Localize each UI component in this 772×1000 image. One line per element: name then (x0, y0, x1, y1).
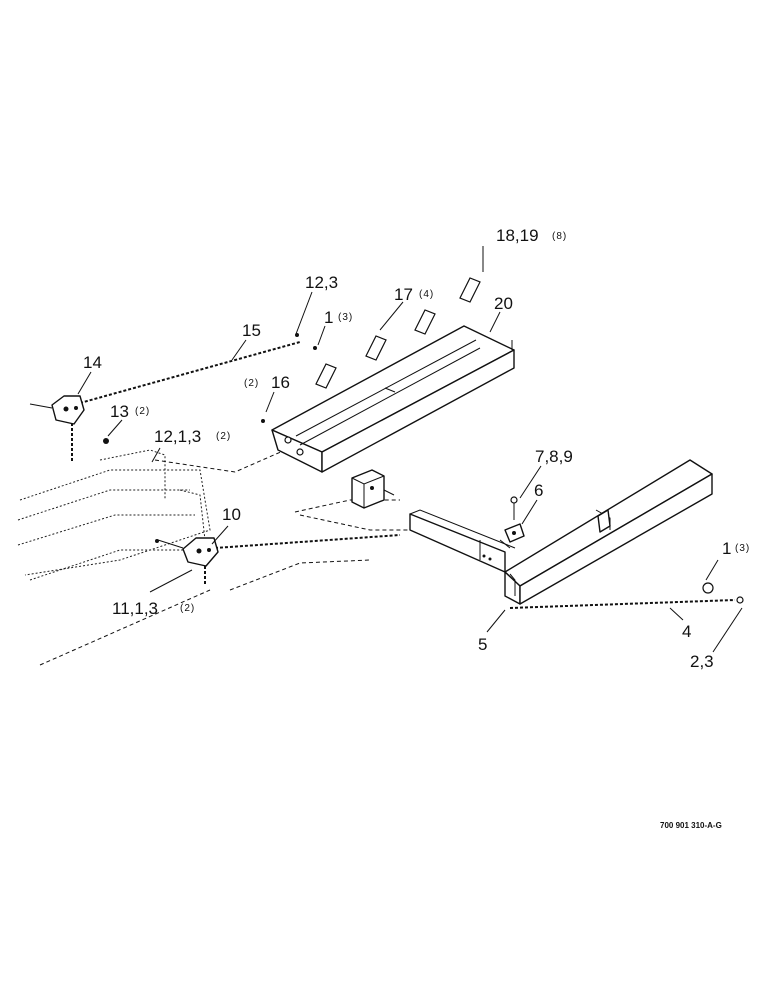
callout-12-1-3-text: 12,1,3 (154, 427, 201, 446)
callout-7-8-9: 7,8,9 (535, 447, 573, 466)
callout-5-text: 5 (478, 635, 487, 654)
callout-4: 4 (682, 622, 691, 641)
chain-bracket-10 (214, 534, 401, 549)
callout-1-lower-qty: (3) (735, 543, 750, 554)
callout-13-text: 13 (110, 402, 129, 421)
callout-12-3-upper: 12,3 (305, 273, 338, 292)
callout-1-upper: 1 (3) (324, 308, 353, 327)
lower-arm-channel (409, 509, 516, 573)
callout-15: 15 (242, 321, 261, 340)
callout-2-3: 2,3 (690, 652, 714, 671)
callout-10: 10 (222, 505, 241, 524)
callout-12-1-3-qty: (2) (216, 431, 231, 442)
callout-12-1-3: 12,1,3 (2) (154, 427, 231, 446)
callout-16-text: 16 (271, 373, 290, 392)
wear-pads-17 (315, 309, 436, 389)
anchor-bracket-14 (29, 395, 85, 425)
machine-frame-outline (17, 446, 415, 666)
callout-1-upper-qty: (3) (338, 312, 353, 323)
callout-18-19-text: 18,19 (496, 226, 539, 245)
chain-15 (79, 341, 301, 404)
callout-13: 13 (2) (110, 402, 150, 421)
callout-1-lower: 1 (3) (722, 539, 750, 558)
callout-10-text: 10 (222, 505, 241, 524)
center-mount-bracket (351, 469, 395, 509)
callout-14: 14 (83, 353, 102, 372)
callout-11-1-3: 11,1,3 (2) (112, 599, 195, 618)
leader-lines (77, 246, 743, 653)
callout-16: (2) 16 (244, 373, 290, 392)
callout-7-8-9-text: 7,8,9 (535, 447, 573, 466)
callout-4-text: 4 (682, 622, 691, 641)
callout-18-19: 18,19 (8) (496, 226, 567, 245)
callout-17-text: 17 (394, 285, 413, 304)
deflector-plate-20 (271, 325, 515, 473)
reference-code: 700 901 310-A-G (660, 821, 722, 830)
callout-14-text: 14 (83, 353, 102, 372)
chain-4 (509, 599, 736, 609)
callout-2-3-text: 2,3 (690, 652, 714, 671)
callout-17: 17 (4) (394, 285, 434, 304)
callout-18-19-qty: (8) (552, 231, 567, 242)
callout-13-qty: (2) (135, 406, 150, 417)
callout-11-1-3-qty: (2) (180, 603, 195, 614)
callout-20: 20 (494, 294, 513, 313)
callout-12-3-text: 12,3 (305, 273, 338, 292)
callout-1-lower-text: 1 (722, 539, 731, 558)
callout-20-text: 20 (494, 294, 513, 313)
callout-6-text: 6 (534, 481, 543, 500)
anchor-bracket-10 (157, 537, 219, 567)
callout-6: 6 (534, 481, 543, 500)
callout-5: 5 (478, 635, 487, 654)
callout-11-1-3-text: 11,1,3 (112, 599, 158, 618)
bracket-6 (499, 496, 525, 549)
tube-frame (504, 459, 713, 605)
callout-17-qty: (4) (419, 289, 434, 300)
callout-1-upper-text: 1 (324, 308, 333, 327)
callout-16-qty: (2) (244, 378, 259, 389)
wear-pad-18 (459, 277, 481, 303)
callout-15-text: 15 (242, 321, 261, 340)
